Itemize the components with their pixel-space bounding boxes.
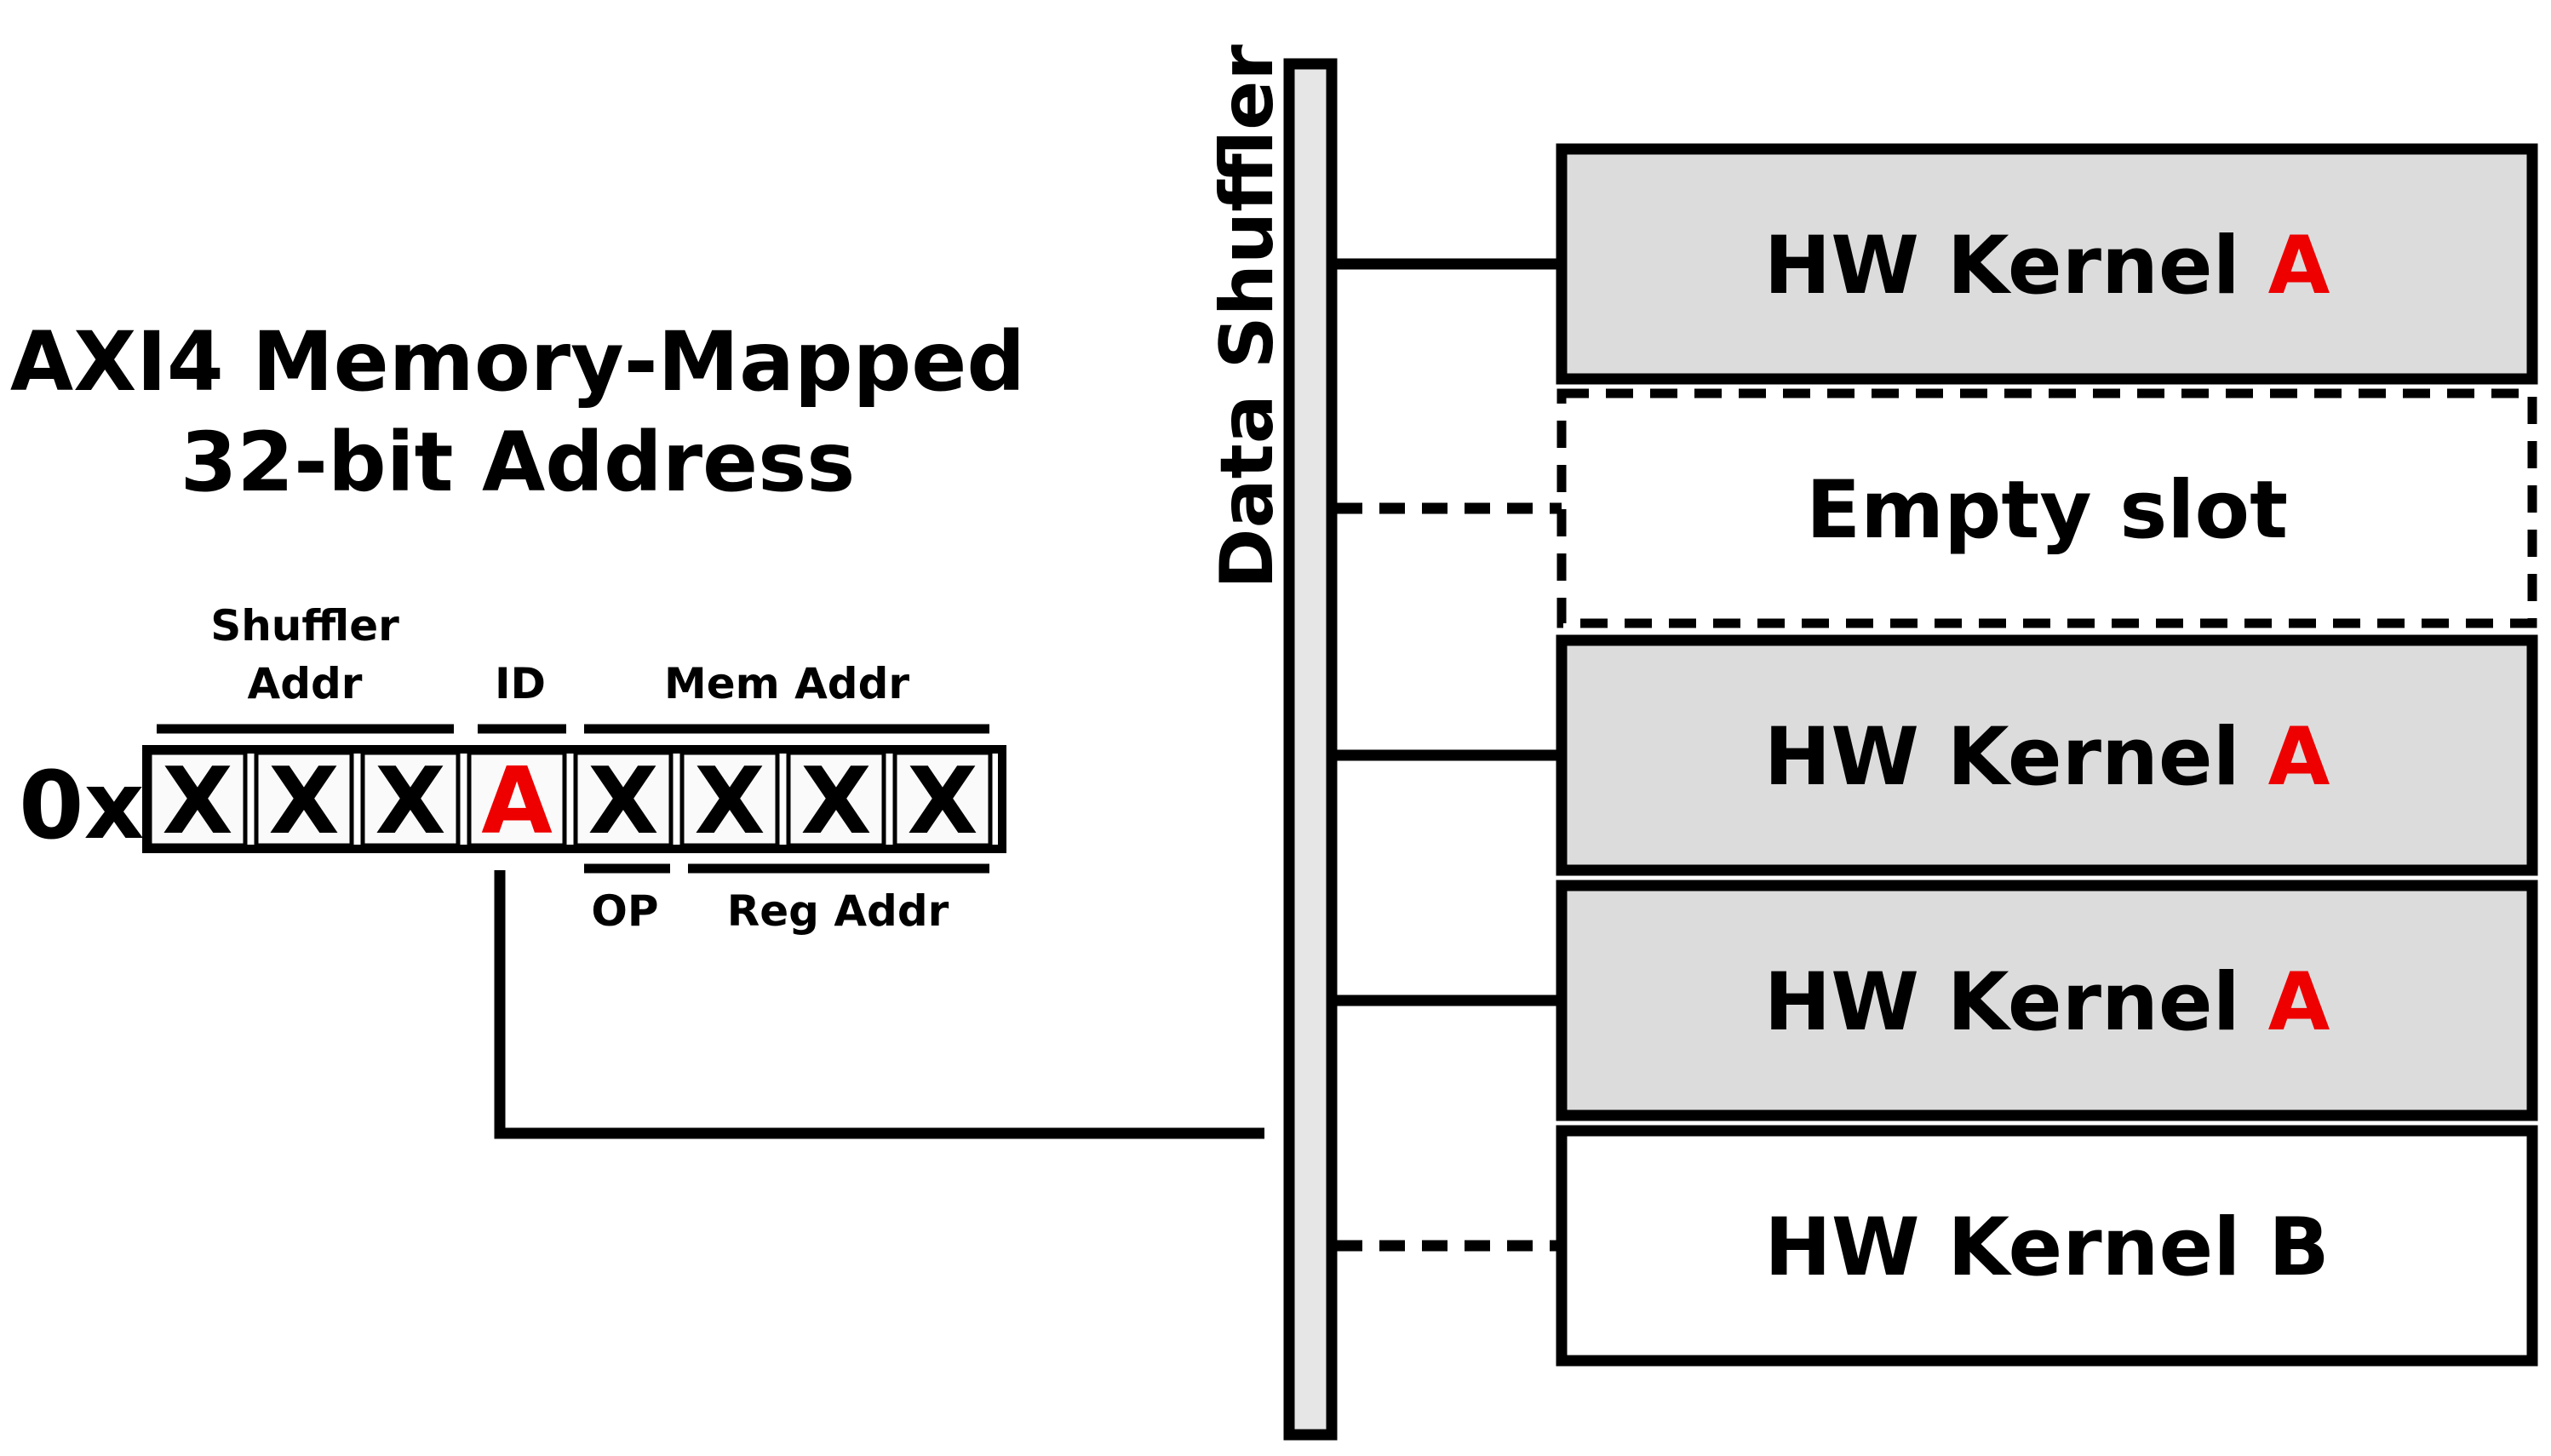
kernel-slot-box	[1556, 634, 2538, 876]
kernel-slot-label: HW Kernel B	[1764, 1201, 2330, 1294]
kernel-slot-box	[1556, 1125, 2538, 1367]
kernel-slot-label: HW Kernel A	[1764, 711, 2330, 804]
kernel-label-prefix: HW Kernel	[1764, 220, 2268, 312]
nibble-char: X	[907, 748, 977, 855]
title-line-2: 32-bit Address	[181, 415, 856, 510]
kernel-slot-box	[1556, 880, 2538, 1121]
nibble-char: X	[375, 748, 445, 855]
field-label-mem-addr: Mem Addr	[664, 659, 909, 708]
field-label-reg-addr: Reg Addr	[727, 886, 949, 936]
kernel-label-prefix: HW Kernel	[1764, 1201, 2268, 1294]
field-label-shuffler-addr-line-1: Shuffler	[210, 601, 399, 651]
data-shuffler-bar	[1283, 58, 1338, 1441]
empty-slot-label: Empty slot	[1806, 464, 2288, 557]
field-label-id: ID	[495, 659, 546, 708]
nibble-char: X	[268, 748, 339, 855]
nibble-char: X	[800, 748, 871, 855]
nibble-char: X	[694, 748, 765, 855]
title-line-1: AXI4 Memory-Mapped	[10, 314, 1025, 410]
nibble-char: X	[588, 748, 658, 855]
field-label-op: OP	[591, 886, 658, 936]
address-prefix: 0x	[19, 751, 145, 860]
nibble-box	[786, 750, 886, 848]
kernel-label-prefix: HW Kernel	[1764, 711, 2268, 804]
kernel-label-prefix: HW Kernel	[1764, 956, 2268, 1049]
data-shuffler-label: Data Shuffler	[1205, 44, 1290, 589]
kernel-slot-label: HW Kernel A	[1764, 956, 2330, 1049]
address-frame	[142, 745, 1006, 853]
field-label-shuffler-addr-line-2: Addr	[248, 659, 363, 708]
kernel-label-suffix: A	[2268, 220, 2330, 312]
kernel-slot-label: HW Kernel A	[1764, 220, 2330, 312]
kernel-label-suffix: B	[2268, 1201, 2330, 1294]
kernel-label-prefix: Empty slot	[1806, 464, 2288, 557]
empty-slot-box	[1556, 388, 2537, 628]
kernel-label-suffix: A	[2268, 711, 2330, 804]
nibble-id-char: A	[481, 748, 553, 855]
kernel-slot-box	[1556, 143, 2538, 385]
nibble-box	[360, 750, 461, 848]
id-routing-wire	[494, 870, 1264, 1139]
nibble-char: X	[162, 748, 232, 855]
nibble-box	[147, 750, 248, 848]
kernel-label-suffix: A	[2268, 956, 2330, 1049]
